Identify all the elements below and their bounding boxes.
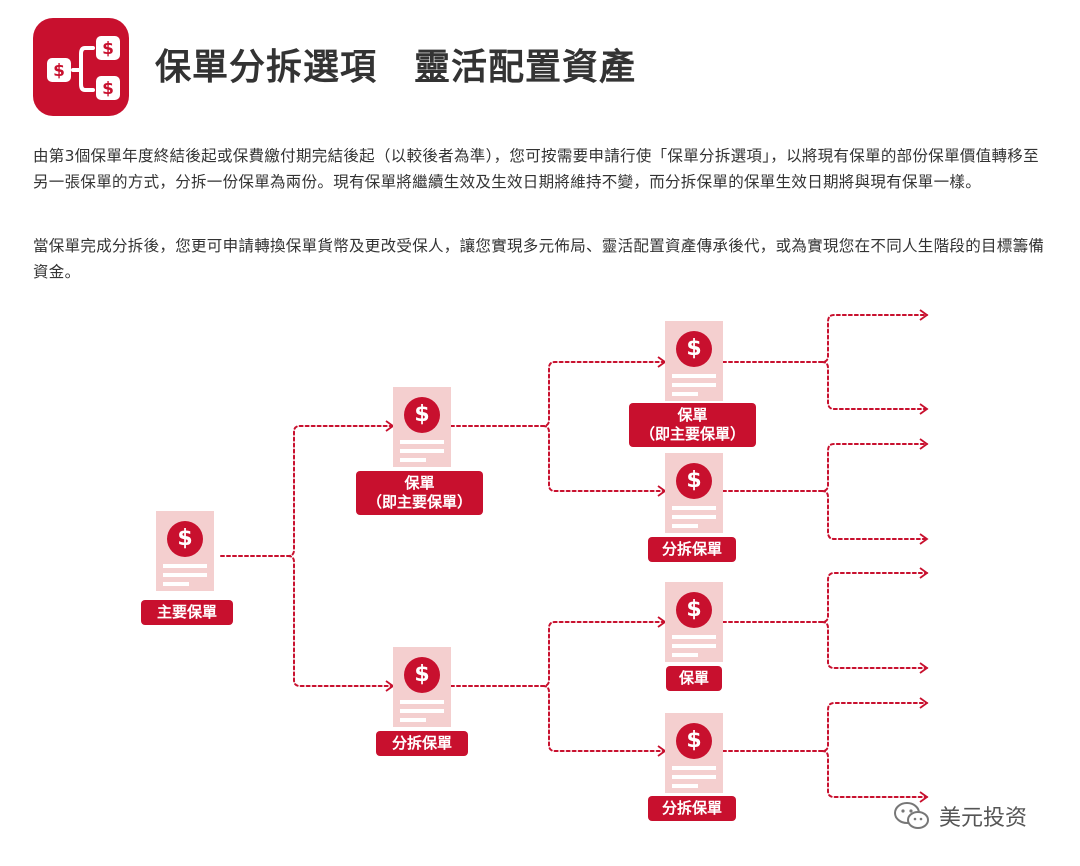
intro-paragraph-2: 當保單完成分拆後，您更可申請轉換保單貨幣及更改受保人，讓您實現多元佈局、靈活配置… <box>33 237 1045 281</box>
policy-doc-icon: $ <box>665 321 723 401</box>
doc-line <box>400 458 426 462</box>
doc-line <box>400 440 444 444</box>
split-policy-doc-icon: $ <box>665 453 723 533</box>
intro-paragraph-1: 由第3個保單年度終結後起或保費繳付期完結後起（以較後者為準），您可按需要申請行使… <box>33 147 1039 191</box>
dollar-icon: $ <box>676 592 712 628</box>
doc-line <box>672 775 716 779</box>
dollar-icon: $ <box>404 397 440 433</box>
doc-line <box>672 653 698 657</box>
doc-line <box>672 374 716 378</box>
policy-main-label: 保單 （即主要保單） <box>356 471 483 515</box>
doc-line <box>163 582 189 586</box>
dollar-icon: $ <box>676 463 712 499</box>
split-policy-label: 分拆保單 <box>376 731 468 756</box>
logo-dollar-1: $ <box>53 61 65 81</box>
dollar-icon: $ <box>404 657 440 693</box>
doc-line <box>672 506 716 510</box>
doc-line <box>672 392 698 396</box>
policy-label-line1: 保單 <box>404 474 435 492</box>
doc-line <box>163 564 207 568</box>
doc-line <box>672 784 698 788</box>
dollar-icon: $ <box>167 521 203 557</box>
dollar-icon: $ <box>676 331 712 367</box>
doc-line <box>672 524 698 528</box>
page-title: 保單分拆選項 靈活配置資產 <box>155 47 637 88</box>
doc-line <box>163 573 207 577</box>
main-policy-label: 主要保單 <box>141 600 233 625</box>
watermark-text: 美元投资 <box>939 806 1028 831</box>
main-policy-doc-icon: $ <box>156 511 214 591</box>
doc-line <box>400 449 444 453</box>
split-policy-logo: $ $ $ <box>33 18 129 116</box>
policy-doc-icon: $ <box>393 387 451 467</box>
policy-label-line1: 保單 <box>677 406 708 424</box>
wechat-icon <box>894 802 929 829</box>
doc-line <box>400 718 426 722</box>
doc-line <box>400 700 444 704</box>
split-policy-doc-icon: $ <box>665 713 723 793</box>
policy-main-label: 保單 （即主要保單） <box>629 403 756 447</box>
dollar-icon: $ <box>676 723 712 759</box>
split-dollar-icon: $ $ $ <box>47 36 120 100</box>
policy-label-line2: （即主要保單） <box>366 493 472 511</box>
split-policy-label: 分拆保單 <box>648 796 736 821</box>
logo-dollar-3: $ <box>102 79 114 99</box>
logo-dollar-2: $ <box>102 39 114 59</box>
split-policy-label: 分拆保單 <box>648 537 736 562</box>
doc-line <box>672 515 716 519</box>
doc-line <box>672 635 716 639</box>
doc-line <box>672 644 716 648</box>
doc-line <box>400 709 444 713</box>
policy-label-line2: （即主要保單） <box>639 425 745 443</box>
policy-label: 保單 <box>666 666 722 691</box>
watermark: 美元投资 <box>893 800 1027 832</box>
policy-doc-icon: $ <box>665 582 723 662</box>
doc-line <box>672 766 716 770</box>
split-policy-doc-icon: $ <box>393 647 451 727</box>
doc-line <box>672 383 716 387</box>
